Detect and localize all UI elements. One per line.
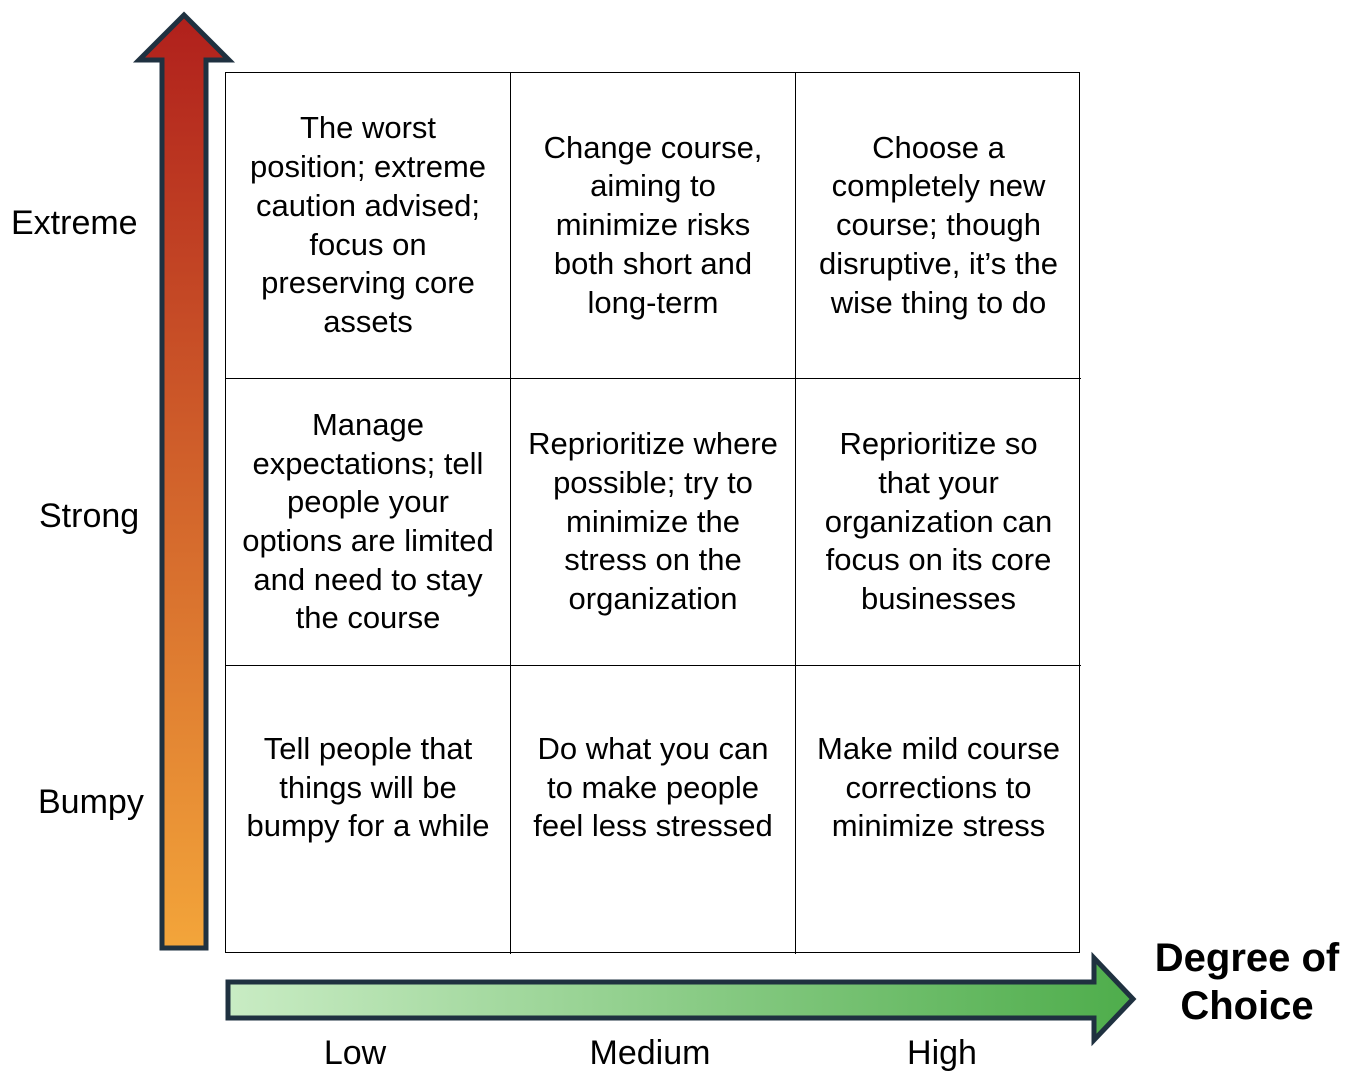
cell-bumpy-high: Make mild course corrections to minimize… (817, 730, 1060, 844)
y-label-strong: Strong (39, 497, 140, 535)
y-label-bumpy: Bumpy (38, 783, 144, 821)
cell-strong-medium: Reprioritize where possible; try to mini… (511, 379, 796, 666)
vertical-arrow (132, 11, 236, 951)
cell-bumpy-medium: Do what you can to make people feel less… (511, 666, 796, 954)
cell-extreme-medium: Change course, aiming to minimize risks … (511, 73, 796, 379)
cell-strong-low: Manage expectations; tell people your op… (226, 379, 511, 666)
cell-bumpy-low: Tell people that things will be bumpy fo… (226, 666, 511, 954)
x-label-medium: Medium (589, 1034, 711, 1072)
cell-extreme-low: The worst position; extreme caution advi… (226, 73, 511, 379)
cell-extreme-high: Choose a completely new course; though d… (796, 73, 1081, 379)
x-label-high: High (907, 1034, 977, 1072)
x-axis-title: Degree of Choice (1154, 936, 1340, 1028)
x-label-low: Low (323, 1034, 387, 1072)
cell-strong-high: Reprioritize so that your organization c… (796, 379, 1081, 666)
choice-matrix: The worst position; extreme caution advi… (225, 72, 1081, 954)
y-label-extreme: Extreme (11, 204, 138, 242)
horizontal-arrow (225, 951, 1137, 1047)
